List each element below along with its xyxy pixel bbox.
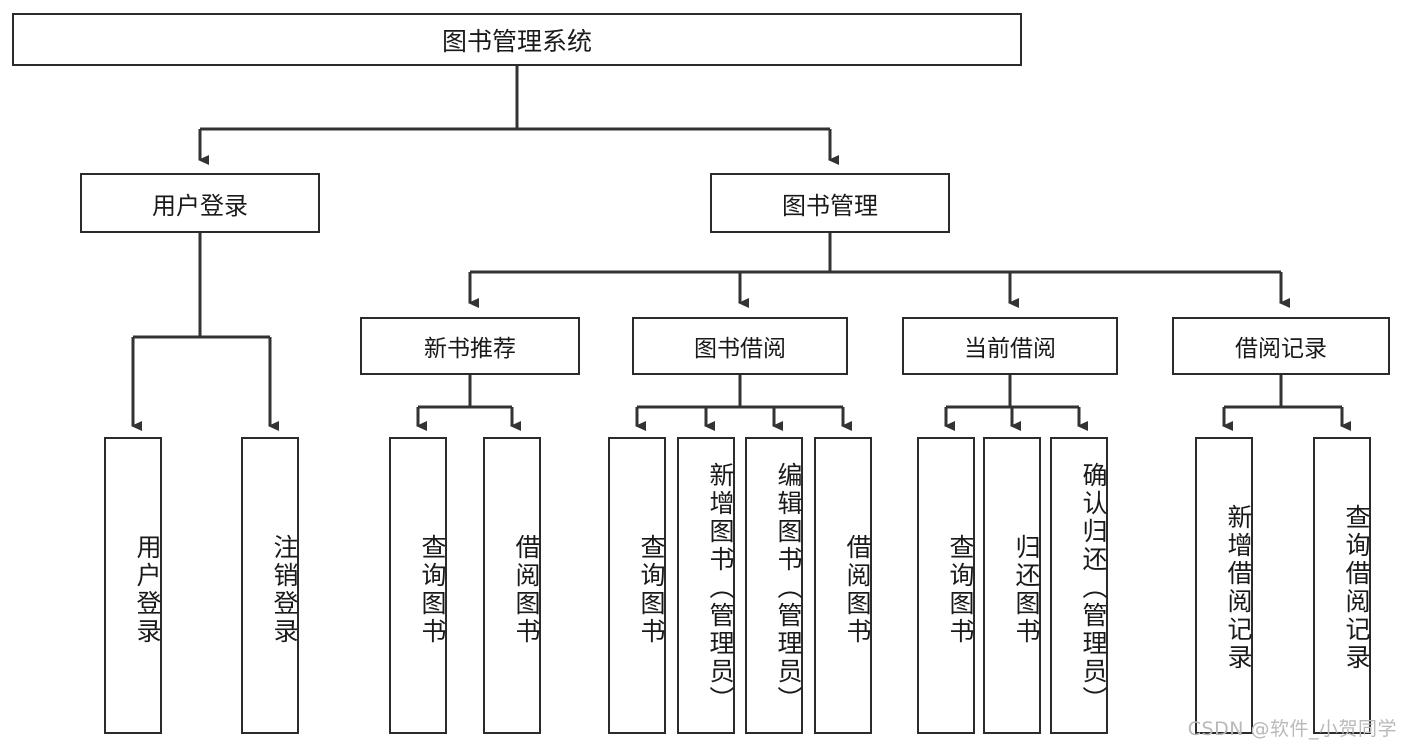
leaf-current-confirm-return-admin[interactable]: 确认归还（管理员） [1050, 437, 1108, 734]
leaf-record-query-record[interactable]: 查询借阅记录 [1313, 437, 1371, 734]
node-book-borrow[interactable]: 图书借阅 [632, 317, 848, 375]
node-user-login[interactable]: 用户登录 [80, 173, 320, 233]
leaf-new-book-borrow[interactable]: 借阅图书 [483, 437, 541, 734]
leaf-label: 查询图书 [418, 533, 447, 646]
leaf-label: 编辑图书（管理员） [774, 461, 803, 714]
leaf-label: 确认归还（管理员） [1079, 461, 1108, 714]
csdn-watermark: CSDN @软件_小贺同学 [1187, 718, 1397, 740]
leaf-label: 查询借阅记录 [1342, 503, 1371, 672]
node-current-borrow[interactable]: 当前借阅 [902, 317, 1118, 375]
leaf-user-login-login[interactable]: 用户登录 [104, 437, 162, 734]
node-root-system[interactable]: 图书管理系统 [12, 13, 1022, 66]
leaf-user-login-logout[interactable]: 注销登录 [241, 437, 299, 734]
node-book-management[interactable]: 图书管理 [710, 173, 950, 233]
leaf-label: 注销登录 [270, 533, 299, 646]
leaf-record-add-record[interactable]: 新增借阅记录 [1195, 437, 1253, 734]
leaf-borrow-add-book-admin[interactable]: 新增图书（管理员） [677, 437, 735, 734]
leaf-borrow-borrow-book[interactable]: 借阅图书 [814, 437, 872, 734]
leaf-label: 查询图书 [946, 533, 975, 646]
leaf-label: 用户登录 [133, 533, 162, 646]
node-borrow-record[interactable]: 借阅记录 [1172, 317, 1390, 375]
leaf-label: 借阅图书 [512, 533, 541, 646]
leaf-label: 借阅图书 [843, 533, 872, 646]
node-new-book-recommend[interactable]: 新书推荐 [360, 317, 580, 375]
leaf-current-query-book[interactable]: 查询图书 [917, 437, 975, 734]
leaf-label: 归还图书 [1012, 533, 1041, 646]
leaf-label: 新增借阅记录 [1224, 503, 1253, 672]
leaf-current-return-book[interactable]: 归还图书 [983, 437, 1041, 734]
leaf-borrow-query-book[interactable]: 查询图书 [608, 437, 666, 734]
leaf-label: 新增图书（管理员） [706, 461, 735, 714]
leaf-label: 查询图书 [637, 533, 666, 646]
leaf-new-book-query[interactable]: 查询图书 [389, 437, 447, 734]
leaf-borrow-edit-book-admin[interactable]: 编辑图书（管理员） [745, 437, 803, 734]
